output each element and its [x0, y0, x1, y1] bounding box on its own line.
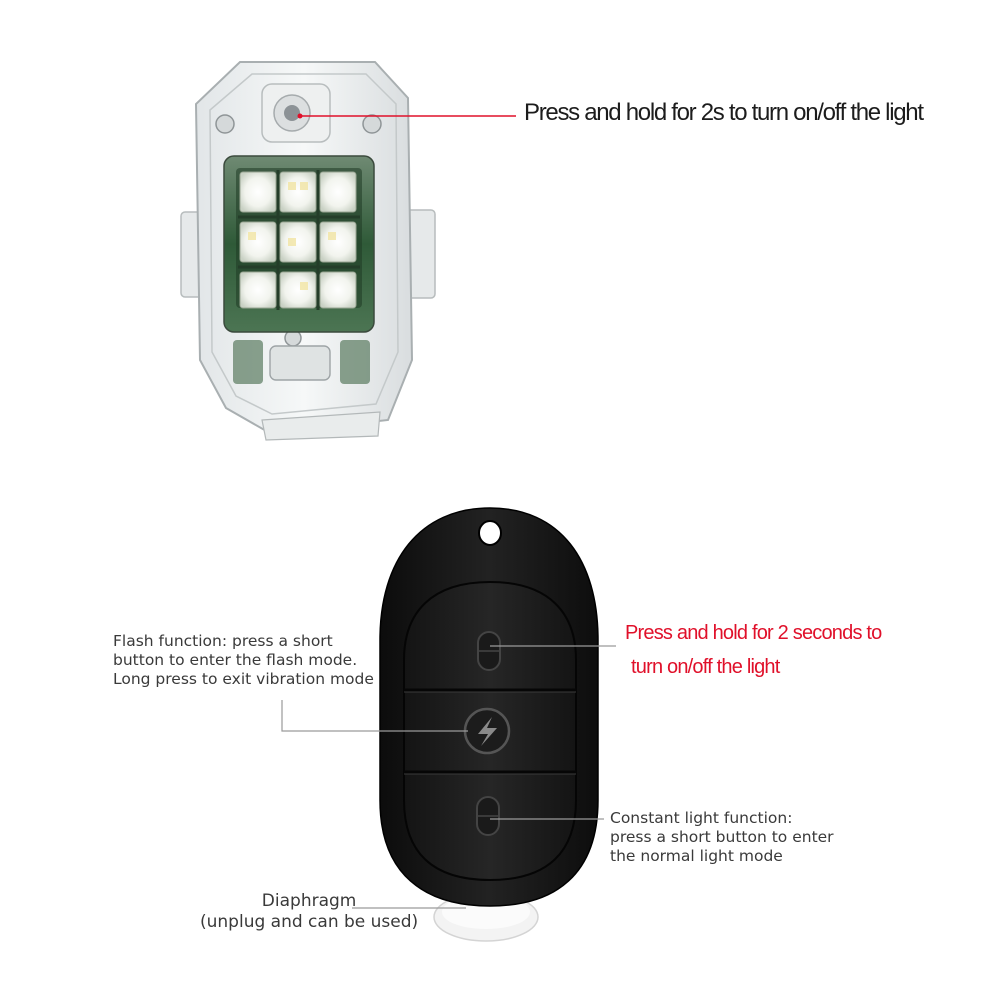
diaphragm-title: Diaphragm: [261, 891, 357, 911]
constant-instruction-line: press a short button to enter: [610, 828, 834, 846]
diaphragm-note: (unplug and can be used): [200, 912, 419, 932]
flash-icon: [463, 707, 511, 755]
top-button-instruction: Press and hold for 2 seconds to turn on/…: [625, 616, 882, 684]
flash-button-leader: [281, 700, 468, 732]
battery-cell: [233, 340, 370, 384]
led-array: [238, 170, 360, 310]
top-button-instruction-line: turn on/off the light: [631, 656, 780, 678]
top-button-instruction-line: Press and hold for 2 seconds to: [625, 622, 882, 644]
diaphragm-caption: Diaphragm (unplug and can be used): [200, 891, 418, 933]
remote-top-button: [477, 631, 501, 671]
flash-instruction-line: button to enter the flash mode.: [113, 651, 358, 669]
flash-instruction-line: Long press to exit vibration mode: [113, 670, 374, 688]
flash-function-instruction: Flash function: press a short button to …: [113, 632, 374, 689]
constant-light-instruction: Constant light function: press a short b…: [610, 809, 834, 866]
constant-instruction-line: Constant light function:: [610, 809, 793, 827]
light-power-instruction: Press and hold for 2s to turn on/off the…: [524, 99, 924, 126]
light-label-pointer: [297, 113, 516, 119]
led-chip: [239, 171, 357, 309]
flash-instruction-line: Flash function: press a short: [113, 632, 333, 650]
constant-instruction-line: the normal light mode: [610, 847, 783, 865]
remote-bottom-button: [476, 796, 500, 836]
light-power-button: [261, 83, 331, 143]
